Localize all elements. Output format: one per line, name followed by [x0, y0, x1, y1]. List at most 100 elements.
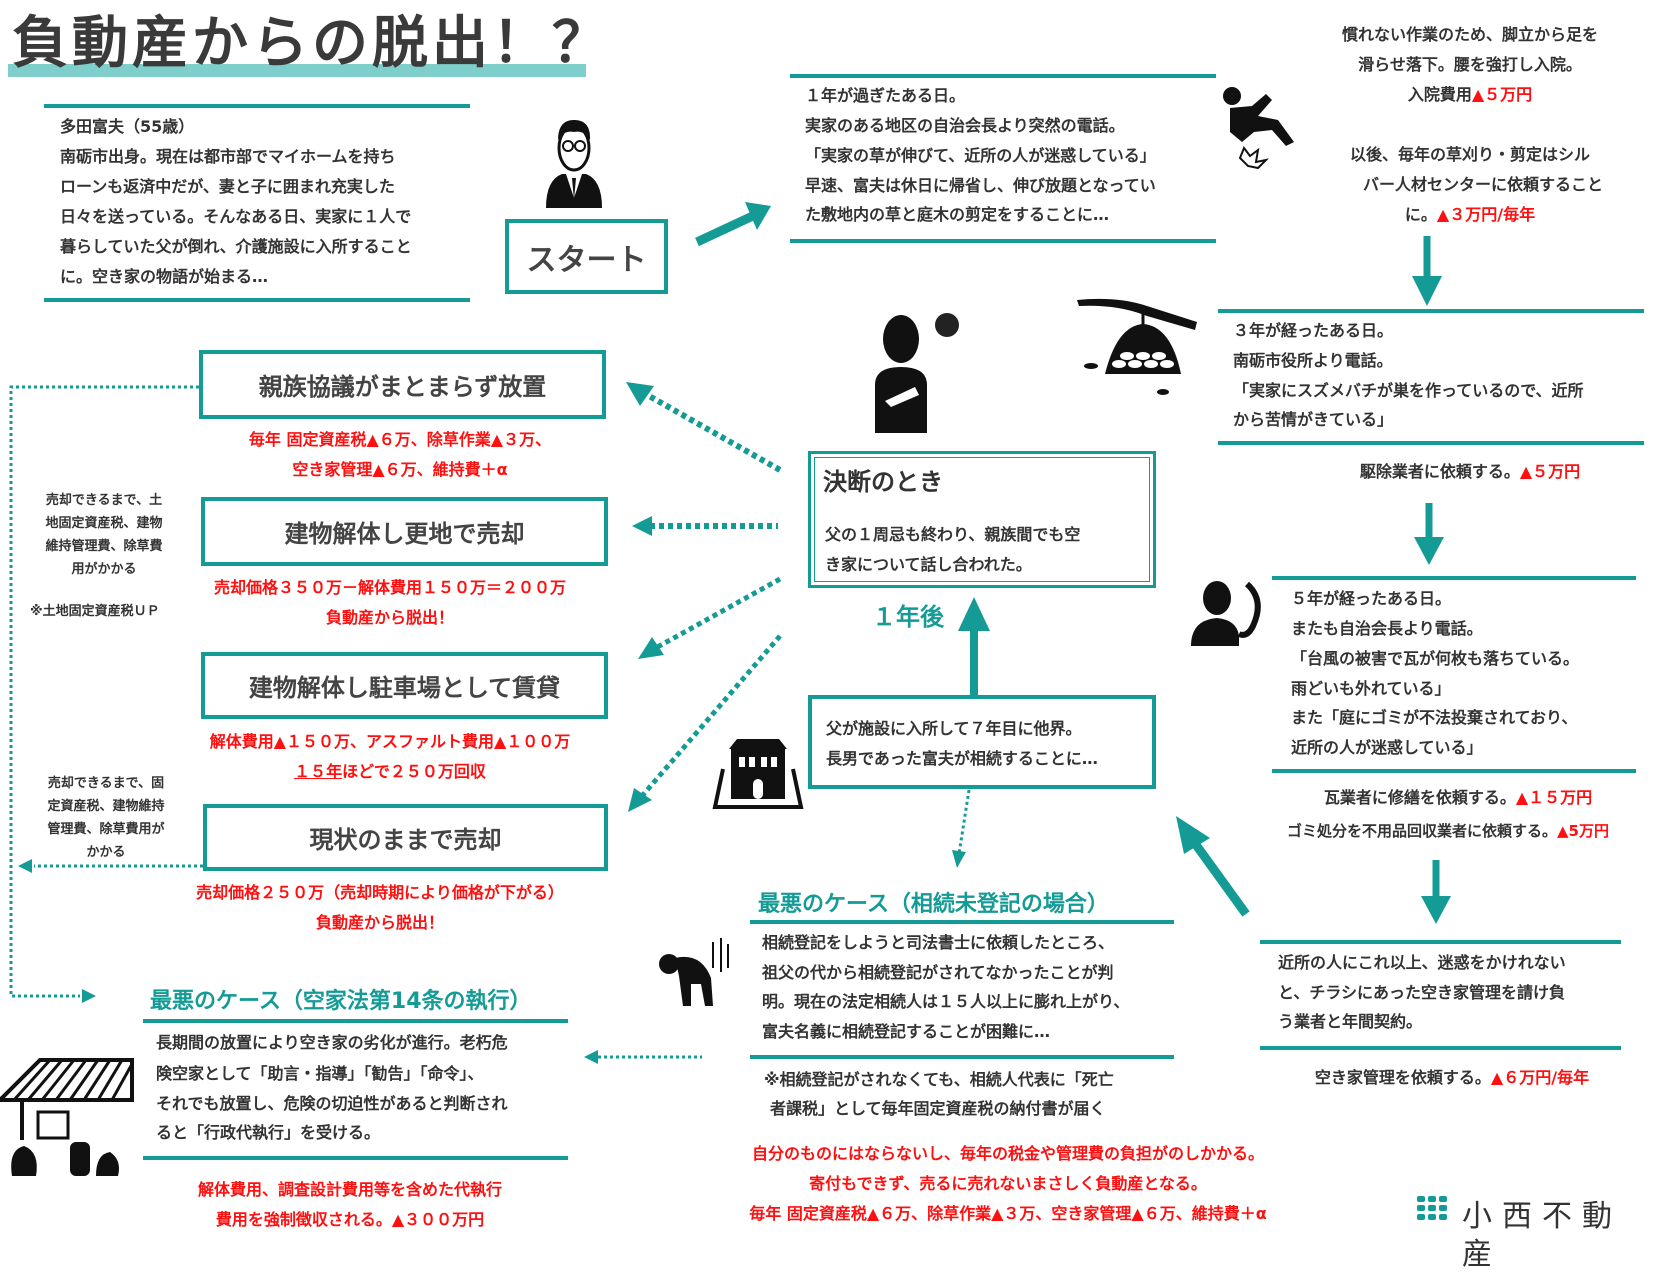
decision-line: 父の１周忌も終わり、親族間でも空 [825, 525, 1081, 544]
silver-line: バー人材センターに依頼すること [1362, 175, 1603, 194]
option-side-footnote: ※土地固定資産税ＵＰ [30, 604, 160, 619]
conclusion-line: 自分のものにはならないし、毎年の税金や管理費の負担がのしかかる。 [751, 1144, 1264, 1163]
event5-line: ５年が経ったある日。 [1291, 589, 1452, 608]
option-label: 親族協議がまとまらず放置 [258, 373, 547, 401]
management-line: 近所の人にこれ以上、迷惑をかけれない [1278, 953, 1566, 972]
worst-inherit-line: 明。現在の法定相続人は１５人以上に膨れ上がり、 [762, 992, 1130, 1011]
cost-rest: ほどで２５０万回収 [342, 762, 486, 781]
management-cost: 空き家管理を依頼する。▲６万円/毎年 [1260, 1063, 1644, 1093]
cost-label: 瓦業者に修繕を依頼する。 [1323, 788, 1516, 807]
intro-line: に。空き家の物語が始まる… [60, 267, 269, 286]
cost-label: ゴミ処分を不用品回収業者に依頼する。 [1287, 822, 1558, 840]
divider [1218, 441, 1644, 445]
page-title: 負動産からの脱出！？ [12, 11, 612, 76]
option-leave-unresolved: 親族協議がまとまらず放置 [199, 350, 606, 419]
roof-repair-cost: 瓦業者に修繕を依頼する。▲１５万円 [1270, 783, 1646, 813]
side-line: 維持管理費、除草費 [45, 539, 163, 554]
intro-line: 日々を送っている。そんなある日、実家に１人で [60, 207, 412, 226]
cost-amount: ▲５万円 [1519, 462, 1581, 481]
event3-line: 南砺市役所より電話。 [1233, 351, 1393, 370]
arrow-down-icon [1412, 236, 1442, 306]
worst-inherit-line: 相続登記をしようと司法書士に依頼したところ、 [762, 933, 1115, 952]
cost-amount: ▲５万円 [1471, 85, 1533, 104]
side-line: 地固定資産税、建物 [45, 516, 163, 531]
abandoned-house-icon [0, 1058, 134, 1176]
start-box: スタート [505, 219, 668, 294]
side-line: 売却できるまで、土 [45, 493, 163, 508]
decision-box: 決断のとき 父の１周忌も終わり、親族間でも空 き家について話し合われた。 [808, 451, 1156, 588]
worst-vacant-line: 長期間の放置により空き家の劣化が進行。老朽危 [156, 1033, 508, 1052]
divider [1218, 309, 1644, 313]
falling-person-icon [1223, 87, 1294, 170]
inheritance-line: 父が施設に入所して７年目に他界。 [826, 719, 1082, 738]
divider [1272, 576, 1636, 580]
dotted-arrow-down-icon [952, 789, 971, 868]
worst-vacant-line: ると「行政代執行」を受ける。 [156, 1123, 381, 1142]
worst-inherit-note: 者課税」として毎年固定資産税の納付書が届く [770, 1099, 1106, 1118]
management-line: と、チラシにあった空き家管理を請け負 [1278, 983, 1566, 1002]
option-side-note: 売却できるまで、固 定資産税、建物維持 管理費、除草費用が かかる [28, 772, 184, 864]
intro-name: 多田富夫（55歳） [60, 117, 195, 136]
dotted-arrow-icon [628, 634, 782, 812]
arrow-down-icon [1421, 860, 1451, 924]
event3-line: 「実家にスズメバチが巣を作っているので、近所 [1233, 381, 1584, 400]
cost-amount: ▲６万円/毎年 [1490, 1068, 1590, 1087]
worst-vacant-line: それでも放置し、危険の切迫性があると判断され [156, 1094, 508, 1113]
hornet-nest-icon [1077, 298, 1197, 395]
worst-vacant-title: 最悪のケース（空家法第14条の執行） [150, 989, 532, 1014]
hospital-cost: 入院費用▲５万円 [1300, 80, 1640, 110]
option-label: 建物解体し更地で売却 [284, 520, 525, 548]
option-side-note: 売却できるまで、土 地固定資産税、建物 維持管理費、除草費 用がかかる [26, 489, 182, 581]
decision-title: 決断のとき [823, 468, 943, 496]
logo-mark-icon [1417, 1196, 1447, 1220]
event1-line: 「実家の草が伸びて、近所の人が迷惑している」 [805, 146, 1156, 165]
businessman-icon [546, 120, 602, 208]
thinking-person-icon [875, 313, 959, 433]
cost-label: に。 [1404, 205, 1437, 224]
cost-label: 空き家管理を依頼する。 [1314, 1068, 1491, 1087]
garbage-cost: ゴミ処分を不用品回収業者に依頼する。▲5万円 [1240, 816, 1656, 846]
cost-label: 入院費用 [1407, 85, 1472, 104]
event3-line: から苦情がきている」 [1233, 410, 1394, 429]
divider [143, 1156, 568, 1160]
option-cost-line: 毎年 固定資産税▲６万、除草作業▲３万、 [248, 430, 552, 449]
option-sell-as-is: 現状のままで売却 [203, 804, 608, 871]
option-label: 現状のままで売却 [309, 826, 502, 854]
option-cost-line: 空き家管理▲６万、維持費＋α [292, 460, 508, 479]
house-icon [712, 739, 804, 809]
intro-line: ローンも返済中だが、妻と子に囲まれ充実した [60, 177, 395, 196]
side-line: 売却できるまで、固 [47, 776, 165, 791]
worst-inherit-line: 祖父の代から相続登記がされてなかったことが判 [762, 963, 1114, 982]
arrow-right-up-icon [695, 202, 771, 247]
underlined-years: １５年 [294, 762, 343, 781]
option-demolish-sell-land: 建物解体し更地で売却 [201, 497, 608, 566]
fall-line: 慣れない作業のため、脚立から足を [1341, 25, 1598, 44]
management-line: う業者と年間契約。 [1278, 1012, 1423, 1031]
cost-amount: ▲１５万円 [1515, 788, 1593, 807]
silver-line: 以後、毎年の草刈り・剪定はシル [1349, 145, 1590, 164]
one-year-later-label: １年後 [872, 603, 944, 631]
dotted-arrow-icon [632, 516, 778, 536]
inheritance-box: 父が施設に入所して７年目に他界。 長男であった富夫が相続することに… [808, 695, 1156, 789]
cost-amount: ▲5万円 [1557, 822, 1609, 840]
event5-line: 雨どいも外れている」 [1291, 679, 1451, 698]
option-label: 建物解体し駐車場として賃貸 [248, 674, 561, 702]
side-line: 用がかかる [71, 562, 137, 577]
side-line: かかる [86, 845, 126, 860]
option-cost-line: １５年ほどで２５０万回収 [130, 757, 650, 787]
worst-vacant-line: 険空家として「助言・指導」「勧告」「命令」、 [156, 1064, 484, 1083]
divider [143, 1019, 568, 1023]
extermination-cost: 駆除業者に依頼する。▲５万円 [1300, 457, 1640, 487]
option-cost-line: 売却価格２５０万（売却時期により価格が下がる） [196, 883, 564, 902]
silver-cost: に。▲３万円/毎年 [1300, 200, 1640, 230]
option-cost-line: 負動産から脱出！ [315, 913, 444, 932]
inheritance-line: 長男であった富夫が相続することに… [826, 749, 1098, 768]
phone-call-icon [1191, 581, 1261, 646]
event5-line: また「庭にゴミが不法投棄されており、 [1291, 708, 1578, 727]
event1-line: 早速、富夫は休日に帰省し、伸び放題となってい [805, 176, 1156, 195]
event5-line: 近所の人が迷惑している」 [1291, 738, 1483, 757]
side-line: 管理費、除草費用が [47, 822, 165, 837]
side-line: 定資産税、建物維持 [47, 799, 165, 814]
arrow-up-left-icon [1176, 816, 1250, 917]
divider [790, 74, 1216, 78]
